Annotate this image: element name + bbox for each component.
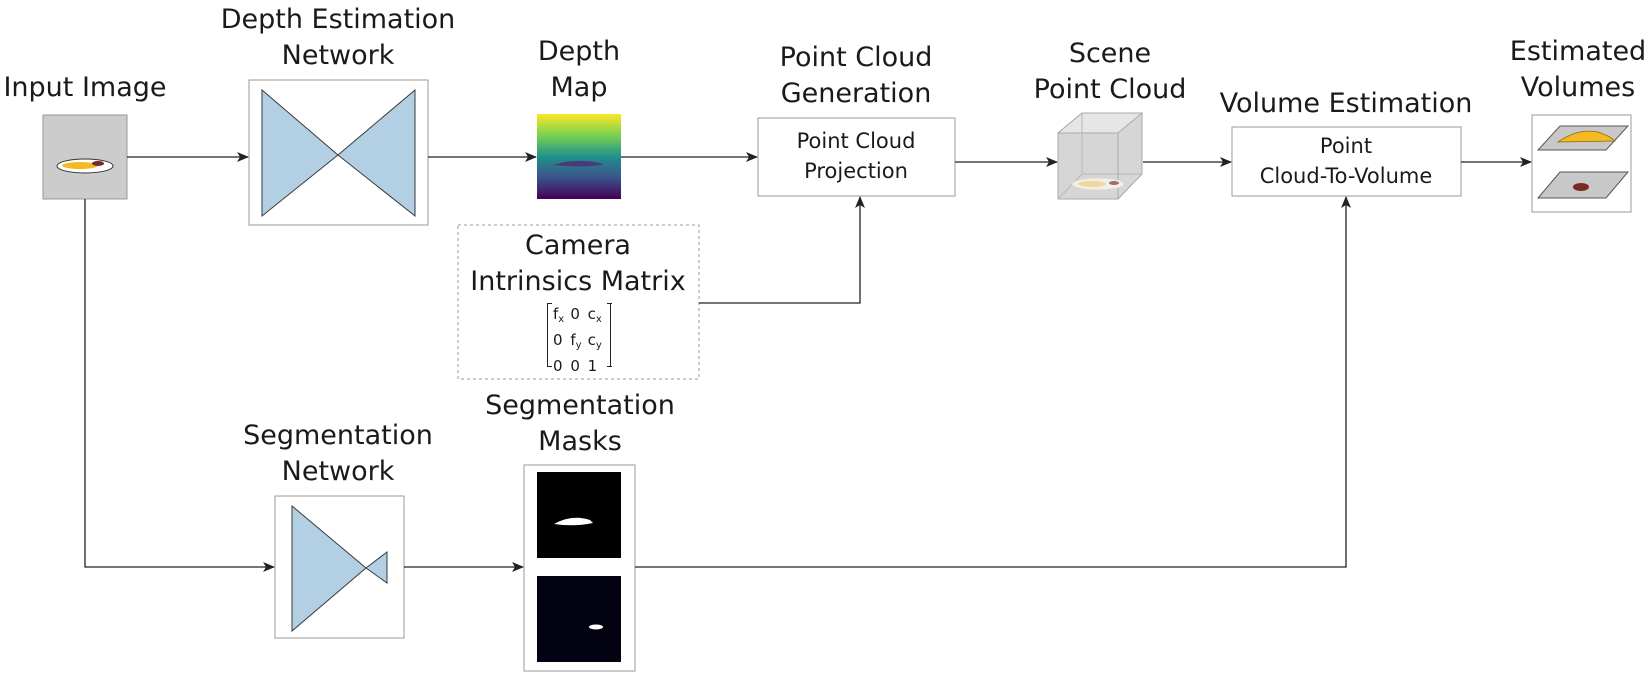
depth-network-box — [248, 79, 429, 226]
camera-intrinsics-label: Camera Intrinsics Matrix — [470, 230, 686, 297]
connectors — [84, 152, 1532, 572]
arrow-intrinsics-to-projection — [699, 196, 865, 304]
segmentation-masks-image — [523, 464, 636, 672]
point-cloud-to-volume-box — [1231, 126, 1462, 197]
matrix-cell: 0 — [553, 331, 563, 349]
matrix-cell: cx — [587, 305, 602, 325]
matrix-cell: cy — [587, 331, 602, 351]
input-image-thumbnail — [42, 114, 128, 200]
point-cloud-to-volume-text: Point Cloud-To-Volume — [1259, 134, 1433, 188]
matrix-cell: 0 — [570, 357, 580, 375]
arrow-input-to-segmentation-network — [84, 199, 275, 572]
intrinsics-matrix: fx 0 cx 0 fy cy 0 0 1 — [546, 303, 612, 375]
estimated-volumes-image — [1531, 114, 1632, 213]
segmentation-network-box — [274, 495, 405, 639]
camera-intrinsics-box — [457, 224, 700, 380]
estimated-volumes-label: Estimated Volumes — [1509, 36, 1647, 103]
matrix-cell: fy — [570, 331, 582, 351]
matrix-row: 0 fy cy — [548, 330, 610, 356]
point-cloud-generation-label: Point Cloud Generation — [779, 42, 933, 109]
depth-map-image — [537, 114, 621, 199]
segmentation-network-label: Segmentation Network — [243, 420, 433, 487]
depth-network-label: Depth Estimation Network — [220, 4, 456, 71]
matrix-cell: 0 — [570, 305, 580, 323]
matrix-cell: 0 — [553, 357, 563, 375]
point-cloud-projection-box — [757, 117, 956, 197]
point-cloud-projection-text: Point Cloud Projection — [796, 129, 916, 183]
matrix-cell: fx — [553, 305, 565, 325]
depth-map-label: Depth Map — [537, 36, 621, 103]
arrow-masks-to-volume — [635, 196, 1351, 568]
scene-point-cloud-label: Scene Point Cloud — [1033, 38, 1187, 105]
volume-estimation-label: Volume Estimation — [1219, 88, 1473, 119]
matrix-row: fx 0 cx — [548, 304, 610, 330]
scene-point-cloud-cube — [1056, 112, 1144, 200]
segmentation-masks-label: Segmentation Masks — [485, 390, 675, 457]
matrix-cell: 1 — [587, 357, 598, 375]
input-image-label: Input Image — [3, 72, 167, 103]
matrix-row: 0 0 1 — [548, 356, 610, 382]
